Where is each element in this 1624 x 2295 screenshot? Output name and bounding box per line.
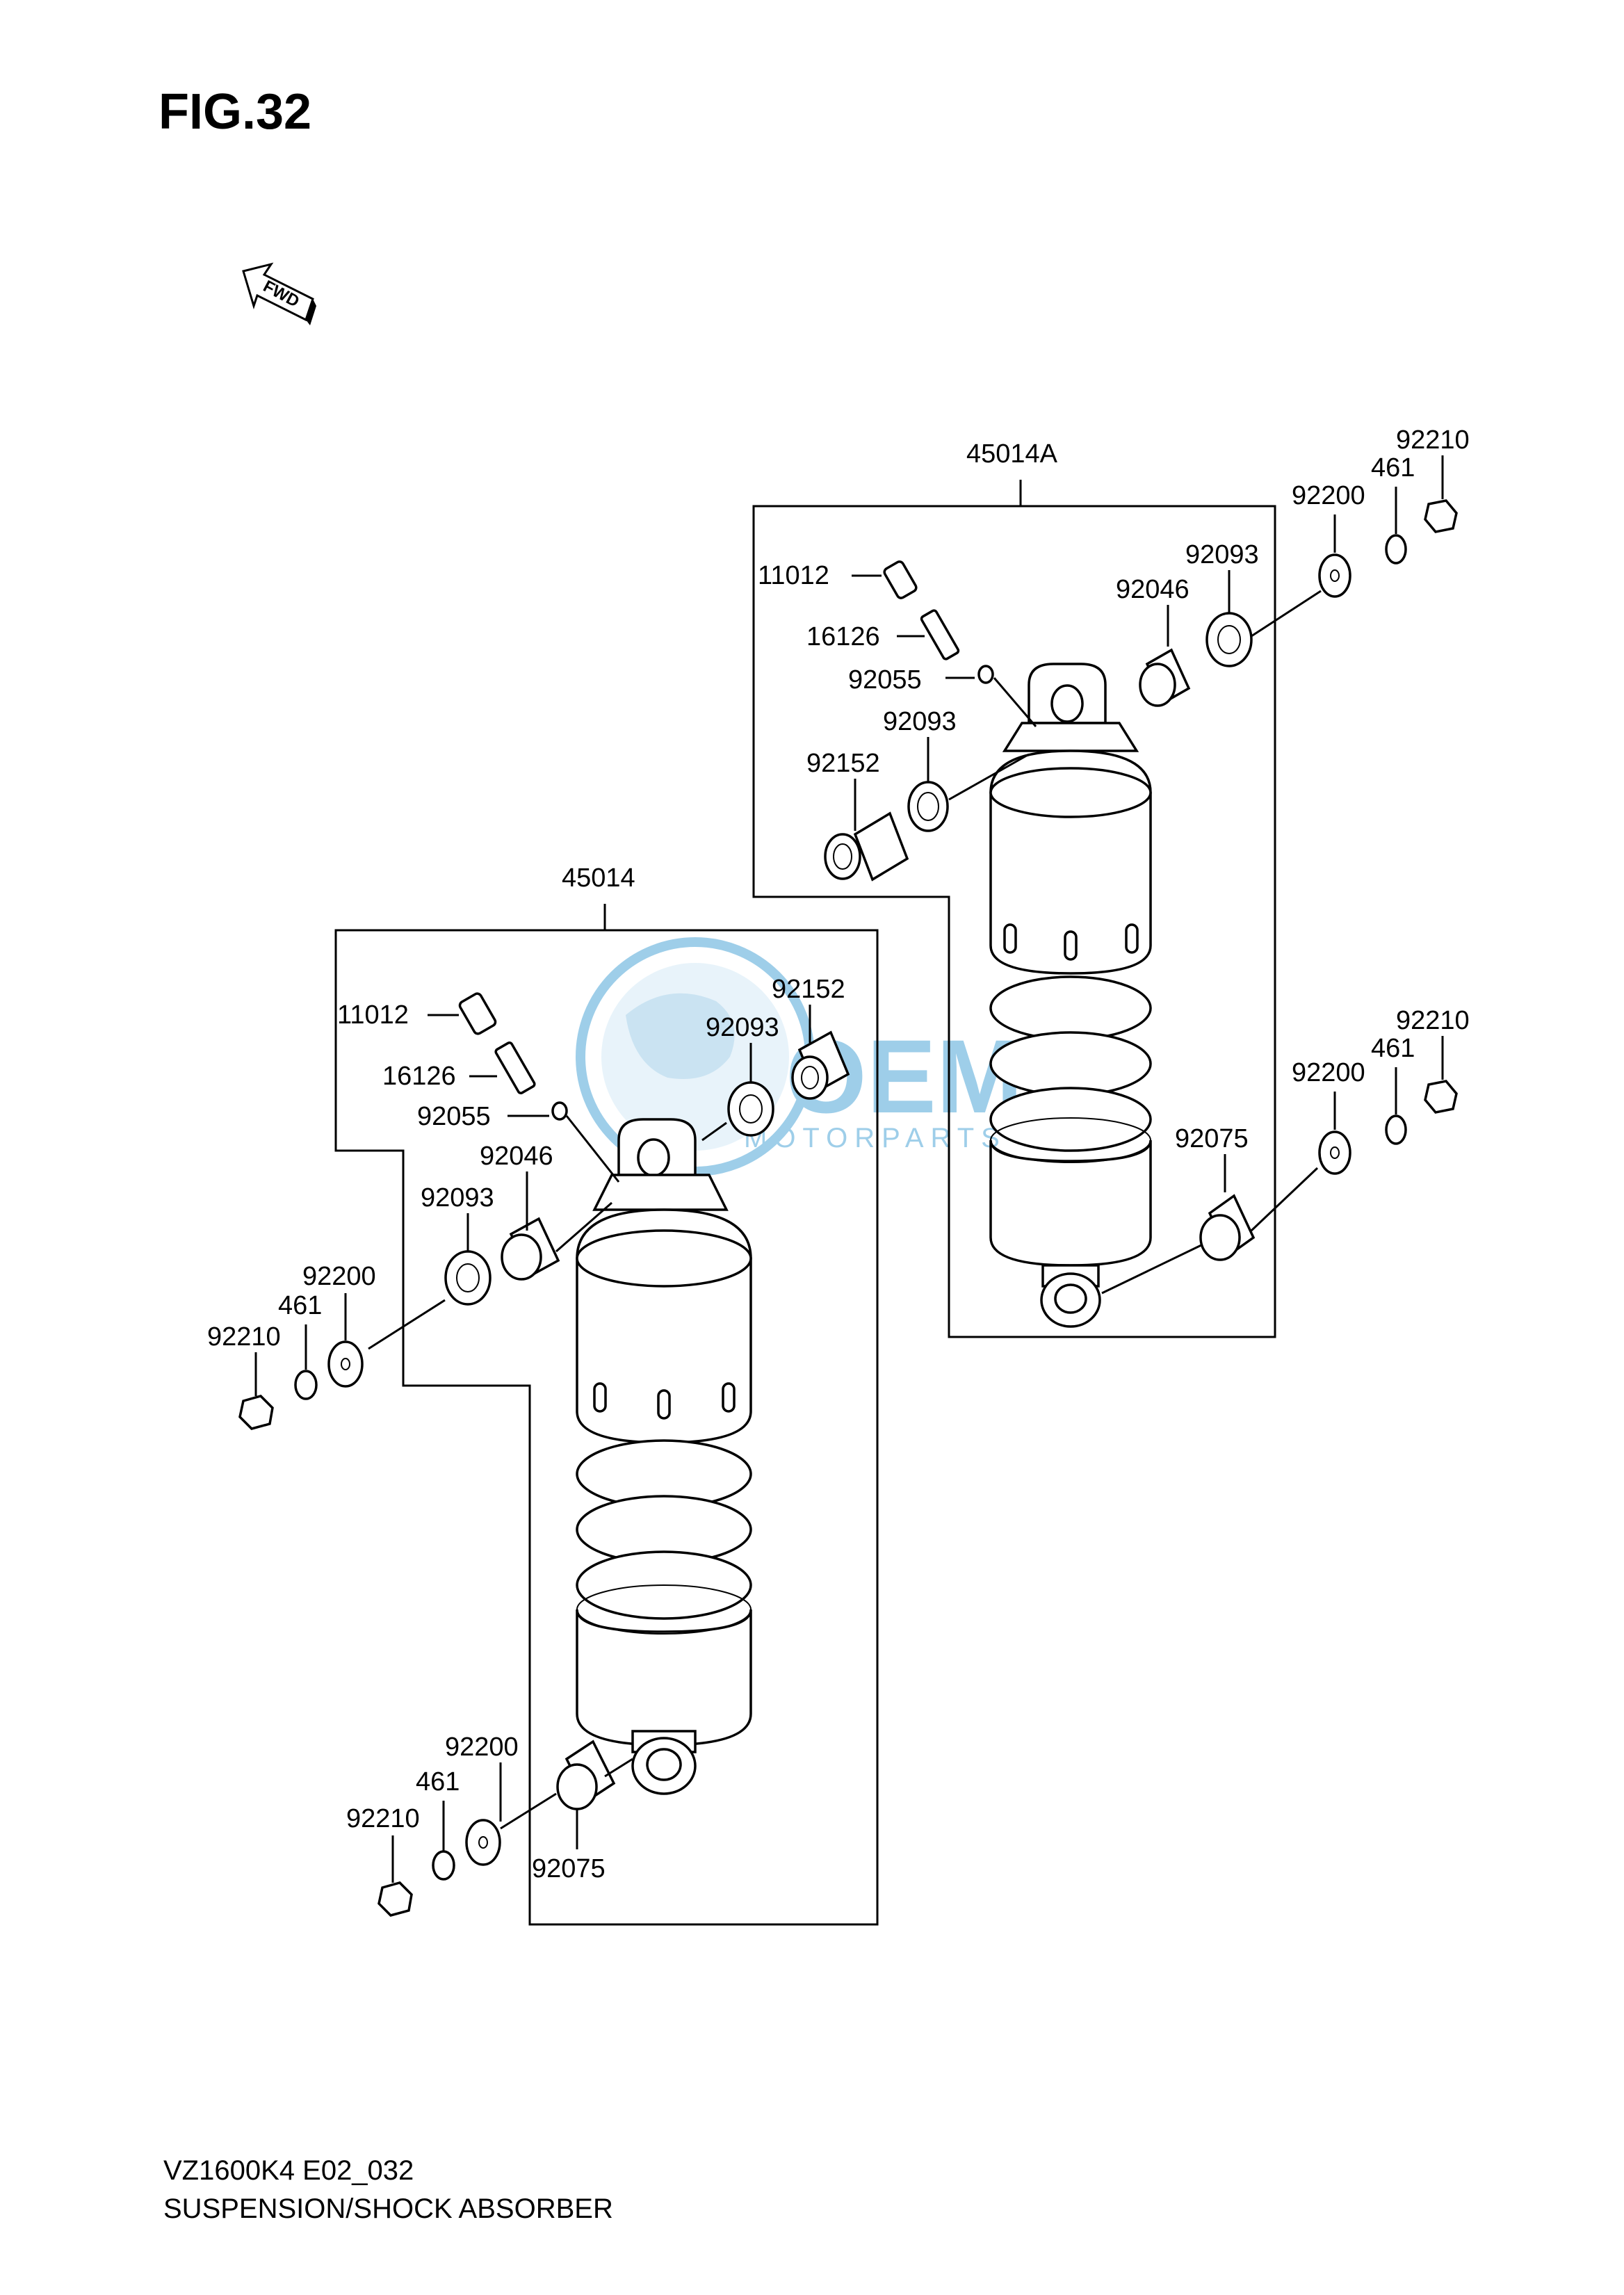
- group-label-45014: 45014: [562, 863, 635, 893]
- part-label-92055-left: 92055: [417, 1102, 491, 1131]
- bushing-icon: [556, 1740, 616, 1810]
- washer-icon: [1318, 1130, 1351, 1175]
- part-label-92046-left: 92046: [480, 1142, 553, 1171]
- o-ring-icon: [977, 665, 994, 684]
- valve-icon: [920, 609, 960, 660]
- nut-icon: [1424, 499, 1458, 533]
- part-label-92200-left-bottom: 92200: [445, 1733, 519, 1762]
- watermark-sub: MOTORPARTS: [744, 1123, 1007, 1153]
- part-label-92210-upper: 92210: [1396, 425, 1470, 455]
- spring-washer-icon: [1385, 534, 1407, 565]
- part-label-92152-upper: 92152: [806, 749, 880, 778]
- nut-icon: [1424, 1080, 1458, 1114]
- part-label-92093-left-right: 92093: [706, 1013, 779, 1042]
- fwd-arrow-icon: FWD: [242, 262, 316, 325]
- part-label-92093-right: 92093: [1185, 540, 1259, 569]
- part-label-16126: 16126: [806, 622, 880, 651]
- part-label-11012: 11012: [758, 561, 829, 590]
- part-label-461-upper: 461: [1371, 453, 1415, 482]
- washer-icon: [465, 1819, 501, 1866]
- washer-icon: [1318, 553, 1351, 598]
- valve-cap-icon: [458, 992, 497, 1035]
- part-label-92075-left: 92075: [532, 1854, 606, 1883]
- oil-seal-icon: [727, 1081, 774, 1137]
- part-label-92210-left-top: 92210: [207, 1322, 281, 1352]
- part-label-92210-lower: 92210: [1396, 1006, 1470, 1035]
- spring-washer-icon: [1385, 1114, 1407, 1145]
- bearing-icon: [501, 1217, 560, 1281]
- part-label-461-left-top: 461: [278, 1291, 322, 1320]
- part-label-92075-right: 92075: [1175, 1124, 1249, 1153]
- part-label-16126-left: 16126: [382, 1062, 456, 1091]
- valve-cap-icon: [883, 560, 918, 599]
- assembly-45014: 45014 11012 16126: [207, 863, 879, 1926]
- footer-section: SUSPENSION/SHOCK ABSORBER: [163, 2193, 613, 2224]
- part-label-461-left-bottom: 461: [416, 1767, 460, 1797]
- footer-model-code: VZ1600K4 E02_032: [163, 2155, 414, 2186]
- valve-icon: [494, 1041, 536, 1094]
- part-label-92210-left-bottom: 92210: [346, 1804, 420, 1833]
- part-label-92152-left: 92152: [772, 975, 845, 1004]
- bushing-icon: [1199, 1194, 1256, 1261]
- oil-seal-icon: [1205, 612, 1253, 667]
- part-label-92055: 92055: [848, 665, 922, 695]
- spring-washer-icon: [294, 1370, 318, 1400]
- o-ring-icon: [551, 1101, 568, 1121]
- part-label-92200-lower: 92200: [1292, 1058, 1365, 1087]
- part-label-92046-upper: 92046: [1116, 575, 1189, 604]
- assembly-45014a: 45014A: [752, 425, 1470, 1338]
- part-label-11012-left: 11012: [337, 1000, 409, 1030]
- part-label-92093-upper: 92093: [883, 707, 957, 736]
- collar-icon: [791, 1030, 850, 1100]
- part-label-461-lower: 461: [1371, 1034, 1415, 1063]
- group-label-45014a: 45014A: [966, 439, 1058, 469]
- figure-title: FIG.32: [159, 84, 311, 140]
- part-label-92200-upper: 92200: [1292, 481, 1365, 510]
- bearing-icon: [1139, 648, 1191, 707]
- washer-icon: [327, 1340, 364, 1388]
- oil-seal-icon: [907, 781, 949, 832]
- nut-icon: [238, 1395, 274, 1430]
- oil-seal-icon: [444, 1250, 492, 1306]
- shock-absorber-left: [576, 1118, 752, 1795]
- spring-washer-icon: [432, 1850, 455, 1881]
- collar-icon: [824, 811, 909, 882]
- shock-absorber-right: [989, 663, 1152, 1328]
- part-label-92200-left-top: 92200: [302, 1262, 376, 1291]
- nut-icon: [377, 1881, 413, 1917]
- part-label-92093-left: 92093: [421, 1183, 494, 1213]
